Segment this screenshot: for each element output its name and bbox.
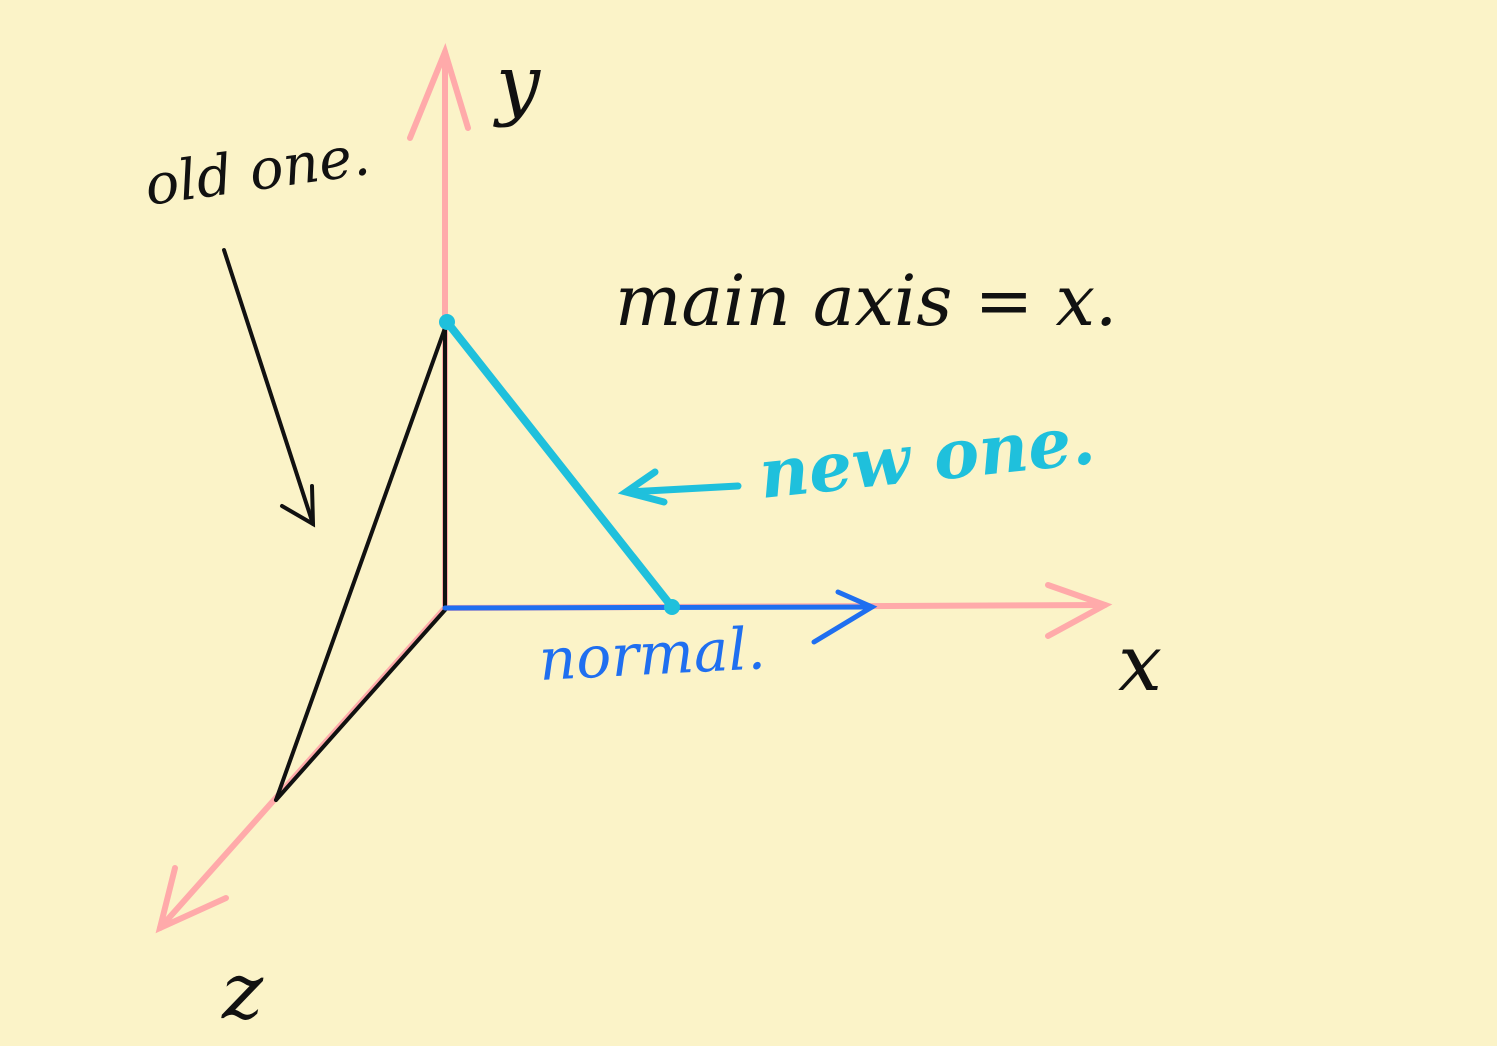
y-axis-label: y — [493, 39, 541, 129]
normal-arrowhead — [811, 589, 878, 645]
new-triangle-edge — [443, 318, 676, 611]
new-triangle-x-vertex — [664, 599, 680, 615]
main-axis-label: main axis = x. — [615, 260, 1117, 342]
normal-line — [442, 604, 875, 611]
new-triangle-top-vertex — [439, 314, 455, 330]
z-axis-label: z — [221, 947, 264, 1037]
new-triangle — [439, 314, 680, 615]
x-axis-arrowhead — [1045, 582, 1113, 639]
z-axis-arrowhead — [155, 865, 229, 934]
old-one-label: old one. — [141, 123, 374, 219]
old-one-pointer-arrow — [222, 248, 316, 528]
new-one-pointer-arrow — [617, 468, 742, 506]
y-axis-arrowhead — [407, 43, 471, 141]
x-axis-label: x — [1118, 619, 1162, 709]
old-triangle-diagonal-edge — [274, 326, 447, 802]
normal-label: normal. — [537, 614, 767, 694]
normal-vector — [442, 589, 878, 645]
old-triangle-z-edge — [274, 608, 447, 802]
old-triangle — [274, 326, 447, 802]
new-one-label: new one. — [755, 400, 1098, 515]
